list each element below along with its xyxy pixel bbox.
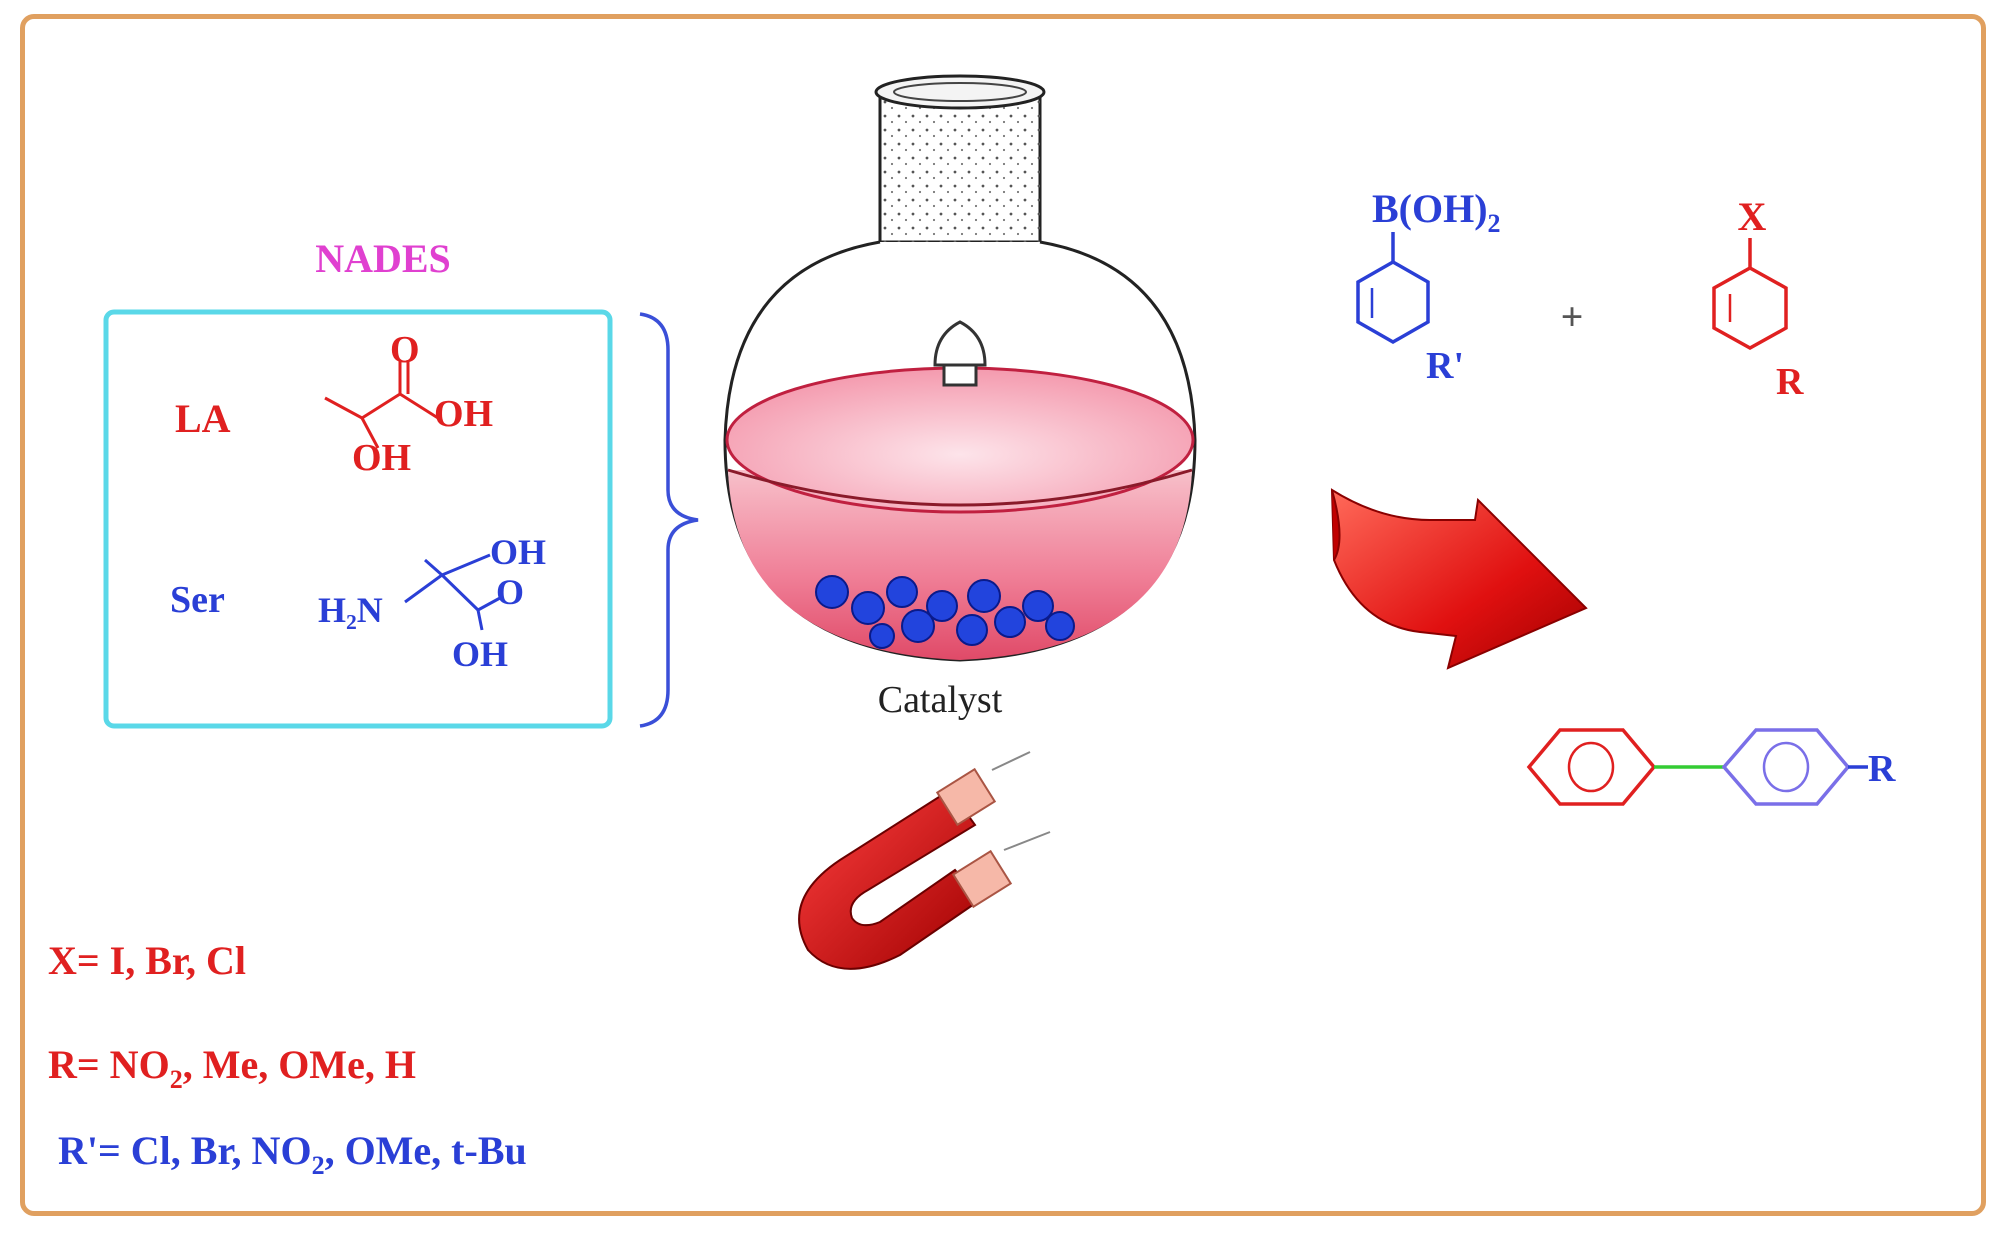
nades-title: NADES xyxy=(315,236,451,281)
legend-r-prime-line: R'= Cl, Br, NO2, OMe, t-Bu xyxy=(58,1128,527,1180)
aryl-halide-structure xyxy=(1712,238,1788,351)
figure-frame xyxy=(20,14,1986,1216)
aryl-halide-substituent: R xyxy=(1776,361,1804,403)
plus-sign: + xyxy=(1561,294,1584,339)
catalyst-particles xyxy=(815,575,1075,649)
nades-box xyxy=(103,309,613,729)
ser-label: Ser xyxy=(170,579,225,621)
round-bottom-flask xyxy=(723,74,1197,662)
boronic-acid-substituent: R' xyxy=(1426,345,1464,387)
product-substituent: R xyxy=(1868,748,1896,790)
la-alcohol-oh: OH xyxy=(352,437,411,479)
la-label: LA xyxy=(175,396,231,441)
boronic-acid-structure xyxy=(1356,232,1430,345)
aryl-halide-group: X xyxy=(1738,194,1767,239)
nades-brace xyxy=(639,312,699,728)
lactic-acid-structure xyxy=(324,360,439,449)
magnet-icon xyxy=(798,751,1051,970)
ser-bottom-oh: OH xyxy=(452,634,508,674)
legend-r-line: R= NO2, Me, OMe, H xyxy=(48,1042,416,1094)
serine-structure xyxy=(404,553,501,631)
biphenyl-product-structure xyxy=(1526,728,1868,806)
catalyst-label: Catalyst xyxy=(878,679,1003,721)
legend-x-line: X= I, Br, Cl xyxy=(48,938,246,983)
la-carbonyl-o: O xyxy=(390,329,420,371)
ser-top-oh: OH xyxy=(490,532,546,572)
ser-amine: H₂N xyxy=(318,590,383,630)
la-acid-oh: OH xyxy=(434,393,493,435)
boronic-acid-group: B(OH)2 xyxy=(1372,186,1501,238)
reaction-arrow-icon xyxy=(1330,488,1588,670)
ser-carbonyl-o: O xyxy=(496,572,524,612)
